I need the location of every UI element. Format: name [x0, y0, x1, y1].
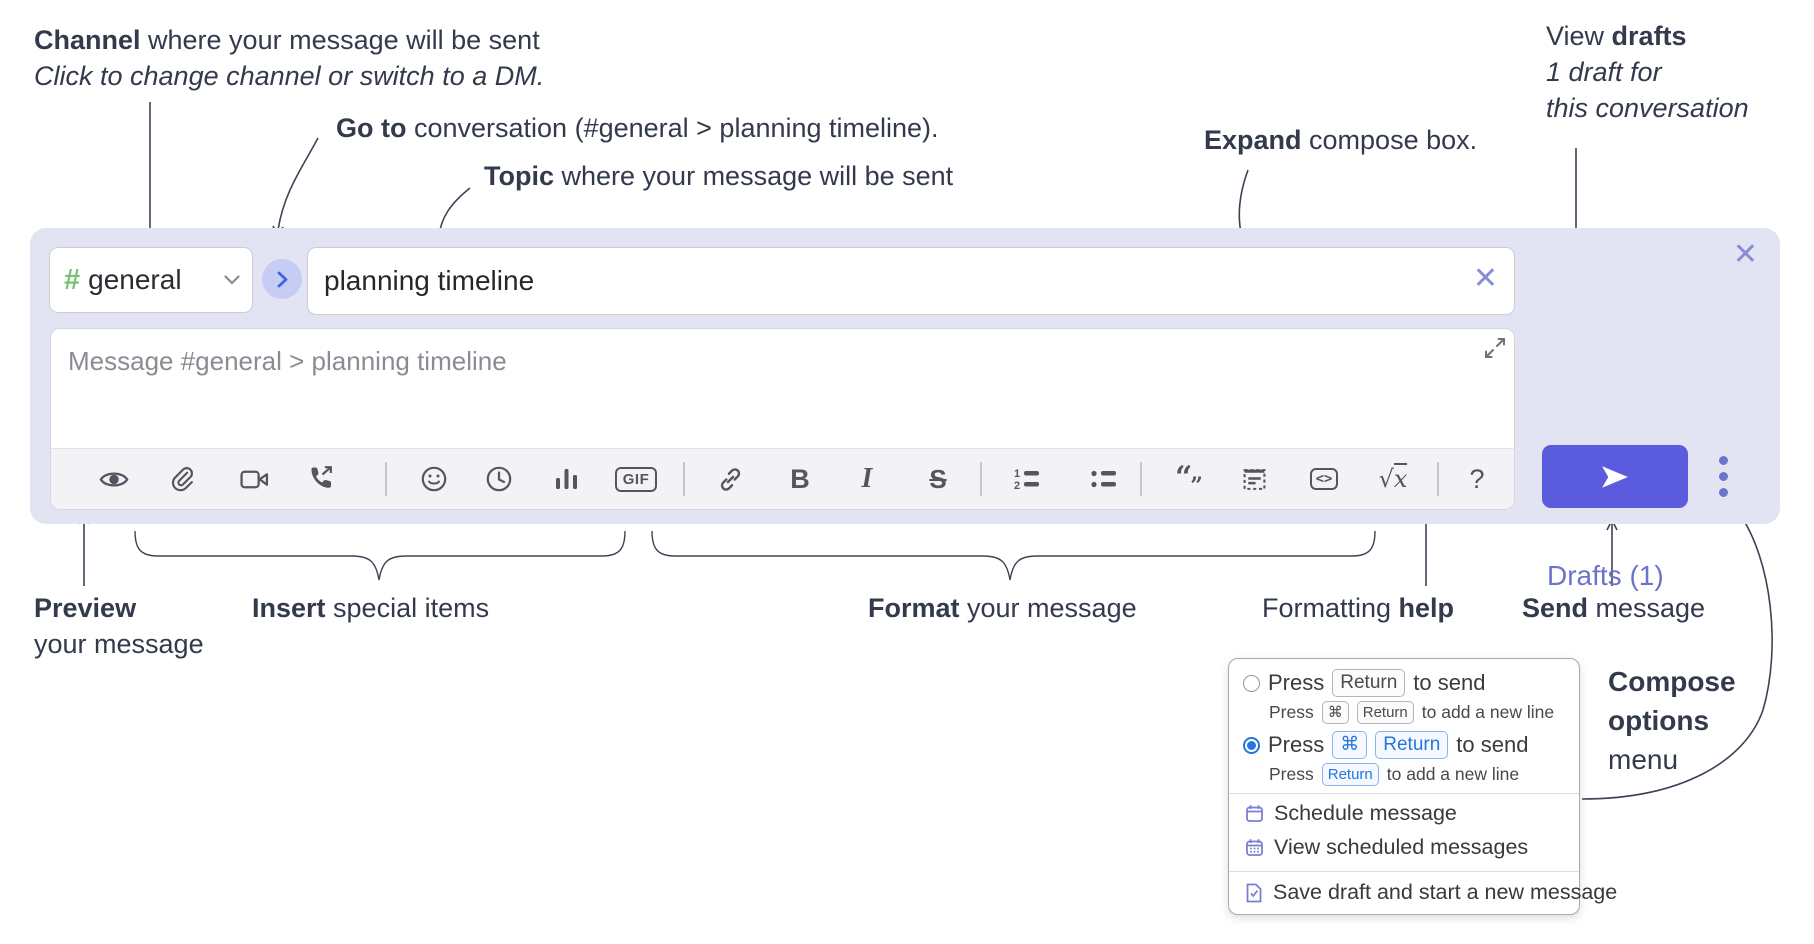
- start-video-call-button[interactable]: [232, 449, 276, 509]
- insert-link-button[interactable]: [708, 449, 752, 509]
- math-icon: √x: [1378, 463, 1408, 493]
- gif-icon: GIF: [614, 466, 658, 492]
- format-annotation: Format your message: [868, 593, 1137, 623]
- send-button[interactable]: [1542, 445, 1688, 508]
- code-button[interactable]: <>: [1302, 449, 1346, 509]
- clear-topic-icon[interactable]: ✕: [1472, 262, 1498, 295]
- channel-name: general: [88, 264, 182, 295]
- eye-icon: [99, 471, 129, 487]
- spoiler-button[interactable]: [1232, 449, 1276, 509]
- toolbar-divider: [1437, 462, 1439, 496]
- toolbar-divider: [980, 462, 982, 496]
- topic-input[interactable]: planning timeline ✕: [307, 247, 1515, 315]
- bulleted-list-icon: [1091, 470, 1116, 488]
- bold-button[interactable]: B: [778, 449, 822, 509]
- quote-button[interactable]: “”: [1166, 449, 1210, 509]
- add-emoji-button[interactable]: [412, 449, 456, 509]
- add-global-time-button[interactable]: [477, 449, 521, 509]
- spoiler-icon: [1243, 468, 1265, 490]
- save-draft-new-message-item[interactable]: Save draft and start a new message: [1245, 880, 1617, 905]
- compose-options-menu-button[interactable]: [1714, 456, 1732, 497]
- strikethrough-button[interactable]: S: [916, 449, 960, 509]
- schedule-message-item[interactable]: Schedule message: [1245, 801, 1457, 826]
- phone-call-icon: [311, 466, 332, 488]
- message-placeholder: Message #general > planning timeline: [68, 346, 507, 376]
- bold-icon: B: [790, 463, 810, 494]
- question-mark-icon: ?: [1469, 463, 1485, 494]
- calendar-dots-icon: [1246, 839, 1263, 856]
- numbered-list-icon: 12: [1014, 468, 1039, 491]
- topic-annotation: Topic where your message will be sent: [484, 161, 954, 191]
- paperclip-icon: [171, 466, 193, 491]
- clock-icon: [486, 466, 512, 492]
- math-button[interactable]: √x: [1371, 449, 1415, 509]
- message-formatting-help-button[interactable]: ?: [1455, 449, 1499, 509]
- preview-button[interactable]: [92, 449, 136, 509]
- link-icon: [720, 467, 740, 491]
- code-icon: <>: [1309, 468, 1339, 490]
- compose-options-annotation: Compose options menu: [1608, 666, 1736, 775]
- draft-document-icon: [1246, 883, 1262, 902]
- start-audio-call-button[interactable]: [299, 449, 343, 509]
- italic-icon: I: [861, 463, 873, 494]
- close-compose-icon[interactable]: ✕: [1732, 238, 1758, 271]
- calendar-icon: [1246, 805, 1263, 822]
- expand-annotation: Expand compose box.: [1204, 125, 1478, 155]
- send-icon: [1602, 465, 1628, 488]
- view-drafts-annotation: View drafts 1 draft for this conversatio…: [1546, 21, 1749, 123]
- message-textarea[interactable]: Message #general > planning timeline: [50, 328, 1515, 510]
- send-annotation: Send message: [1522, 593, 1706, 623]
- toolbar-divider: [683, 462, 685, 496]
- channel-hash-icon: #: [64, 263, 81, 296]
- popup-divider: [1229, 793, 1579, 794]
- chevron-down-icon: [224, 275, 240, 285]
- view-scheduled-messages-item[interactable]: View scheduled messages: [1245, 835, 1528, 860]
- compose-box: # general planning timeline ✕ ✕ Message …: [30, 228, 1780, 591]
- formatting-help-annotation: Formatting help: [1262, 593, 1455, 623]
- add-gif-button[interactable]: GIF: [614, 449, 658, 509]
- bar-chart-icon: [555, 469, 577, 489]
- video-camera-icon: [239, 470, 268, 488]
- drafts-link[interactable]: Drafts (1): [1547, 560, 1664, 591]
- add-poll-button[interactable]: [544, 449, 588, 509]
- insert-annotation: Insert special items: [252, 593, 490, 623]
- bulleted-list-button[interactable]: [1082, 449, 1126, 509]
- attach-file-button[interactable]: [160, 449, 204, 509]
- expand-compose-icon[interactable]: [1484, 337, 1506, 359]
- italic-button[interactable]: I: [845, 449, 889, 509]
- goto-annotation: Go to conversation (#general > planning …: [336, 113, 939, 143]
- channel-annotation: Channel where your message will be sent …: [34, 25, 545, 91]
- svg-text:1: 1: [1014, 468, 1020, 480]
- quote-icon: “”: [1175, 459, 1203, 499]
- preview-annotation: Preview your message: [34, 593, 204, 659]
- chevron-right-icon: [277, 271, 287, 287]
- radio-unselected-icon[interactable]: [1243, 674, 1260, 692]
- channel-selector[interactable]: # general: [49, 247, 253, 313]
- topic-value: planning timeline: [324, 265, 535, 296]
- go-to-conversation-button[interactable]: [262, 259, 302, 299]
- popup-divider: [1229, 871, 1579, 872]
- toolbar-divider: [1140, 462, 1142, 496]
- smiley-icon: [421, 466, 447, 492]
- toolbar-divider: [385, 462, 387, 496]
- strikethrough-icon: S: [929, 463, 947, 494]
- radio-selected-icon[interactable]: [1243, 736, 1260, 754]
- svg-text:2: 2: [1014, 480, 1020, 491]
